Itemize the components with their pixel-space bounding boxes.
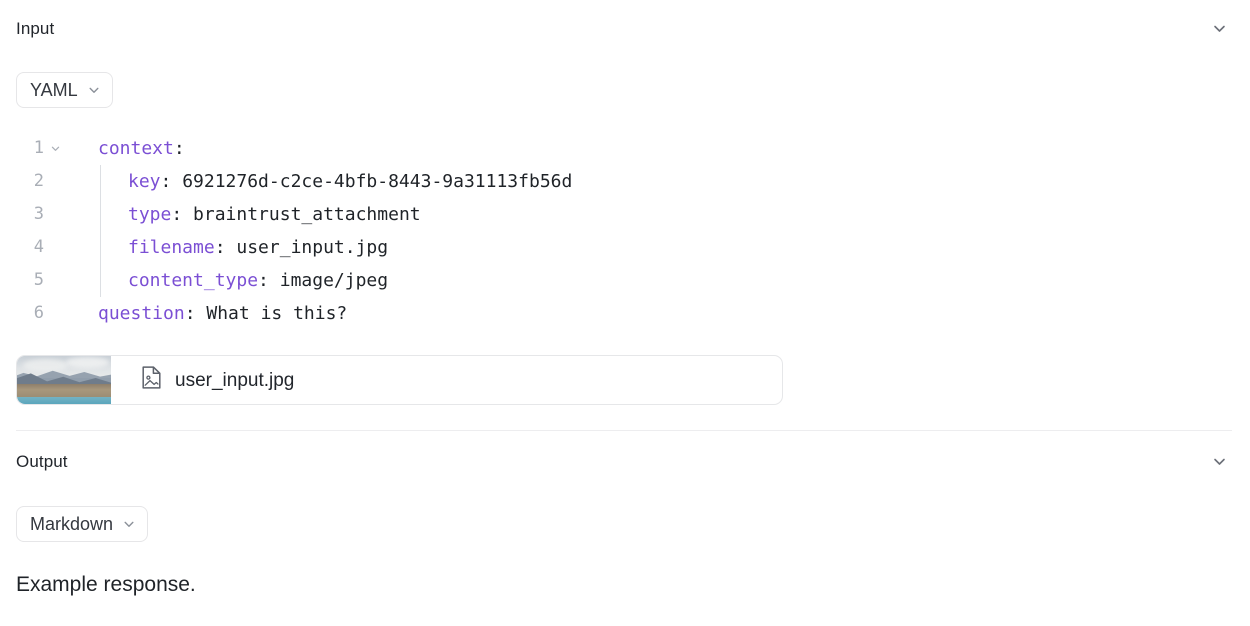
- yaml-value: What is this?: [195, 303, 348, 324]
- yaml-value: braintrust_attachment: [182, 204, 421, 225]
- indent-guide: [100, 165, 101, 297]
- line-number: 6: [33, 303, 44, 323]
- yaml-key: type: [128, 204, 172, 225]
- line-number: 1: [33, 138, 44, 158]
- line-gutter: 6: [16, 297, 62, 330]
- chevron-down-icon: [1211, 20, 1228, 37]
- file-image-icon: [141, 366, 162, 394]
- line-number: 2: [33, 171, 44, 191]
- yaml-key: key: [128, 171, 161, 192]
- code-line-text: question: What is this?: [62, 297, 347, 330]
- attachment-thumbnail[interactable]: [17, 356, 111, 404]
- chevron-down-icon: [122, 517, 136, 531]
- thumbnail-shore: [17, 383, 111, 398]
- output-markdown-body: Example response.: [16, 573, 196, 596]
- line-number: 4: [33, 237, 44, 257]
- yaml-colon: :: [214, 237, 226, 258]
- fold-toggle-icon[interactable]: [49, 143, 62, 154]
- thumbnail-water: [17, 396, 111, 404]
- yaml-key: question: [98, 303, 185, 324]
- line-gutter: 5: [16, 264, 62, 297]
- input-format-label: YAML: [30, 80, 78, 100]
- input-format-select[interactable]: YAML: [16, 72, 113, 108]
- line-number: 3: [33, 204, 44, 224]
- line-number: 5: [33, 270, 44, 290]
- output-format-select[interactable]: Markdown: [16, 506, 149, 542]
- yaml-value: user_input.jpg: [225, 237, 389, 258]
- attachment-filename: user_input.jpg: [175, 369, 295, 391]
- thumbnail-cloud: [65, 357, 110, 368]
- yaml-value: image/jpeg: [268, 270, 389, 291]
- line-gutter: 2: [16, 165, 62, 198]
- code-line: 1 context:: [16, 132, 1216, 165]
- code-line: 6 question: What is this?: [16, 297, 1216, 330]
- section-divider: [16, 430, 1232, 431]
- code-line: 2 key: 6921276d-c2ce-4bfb-8443-9a31113fb…: [16, 165, 1216, 198]
- attachment-meta: user_input.jpg: [111, 366, 294, 394]
- output-section-header: Output: [0, 441, 1250, 481]
- code-line: 5 content_type: image/jpeg: [16, 264, 1216, 297]
- yaml-colon: :: [184, 303, 196, 324]
- code-line-text: type: braintrust_attachment: [62, 198, 421, 231]
- output-section-title: Output: [16, 451, 68, 471]
- line-gutter: 4: [16, 231, 62, 264]
- yaml-colon: :: [173, 138, 185, 159]
- yaml-key: filename: [128, 237, 215, 258]
- input-section-header: Input: [0, 8, 1250, 48]
- input-section-title: Input: [16, 18, 55, 38]
- input-collapse-toggle[interactable]: [1206, 15, 1232, 41]
- chevron-down-icon: [1211, 453, 1228, 470]
- thumbnail-cloud: [22, 359, 68, 372]
- yaml-colon: :: [171, 204, 183, 225]
- yaml-colon: :: [160, 171, 172, 192]
- code-line: 3 type: braintrust_attachment: [16, 198, 1216, 231]
- code-line-text: content_type: image/jpeg: [62, 264, 388, 297]
- output-format-label: Markdown: [30, 514, 114, 534]
- line-gutter: 3: [16, 198, 62, 231]
- yaml-colon: :: [258, 270, 269, 291]
- line-gutter: 1: [16, 132, 62, 165]
- output-collapse-toggle[interactable]: [1206, 448, 1232, 474]
- code-line-text: context:: [62, 132, 185, 165]
- input-code-block[interactable]: 1 context: 2 key: 6921276d-c2ce-4bfb-844…: [16, 132, 1216, 330]
- code-line: 4 filename: user_input.jpg: [16, 231, 1216, 264]
- yaml-key: context: [98, 138, 174, 159]
- code-line-text: key: 6921276d-c2ce-4bfb-8443-9a31113fb56…: [62, 165, 572, 198]
- chevron-down-icon: [87, 83, 101, 97]
- yaml-key: content_type: [128, 270, 259, 291]
- yaml-value: 6921276d-c2ce-4bfb-8443-9a31113fb56d: [171, 171, 573, 192]
- attachment-card[interactable]: user_input.jpg: [16, 355, 783, 405]
- code-line-text: filename: user_input.jpg: [62, 231, 388, 264]
